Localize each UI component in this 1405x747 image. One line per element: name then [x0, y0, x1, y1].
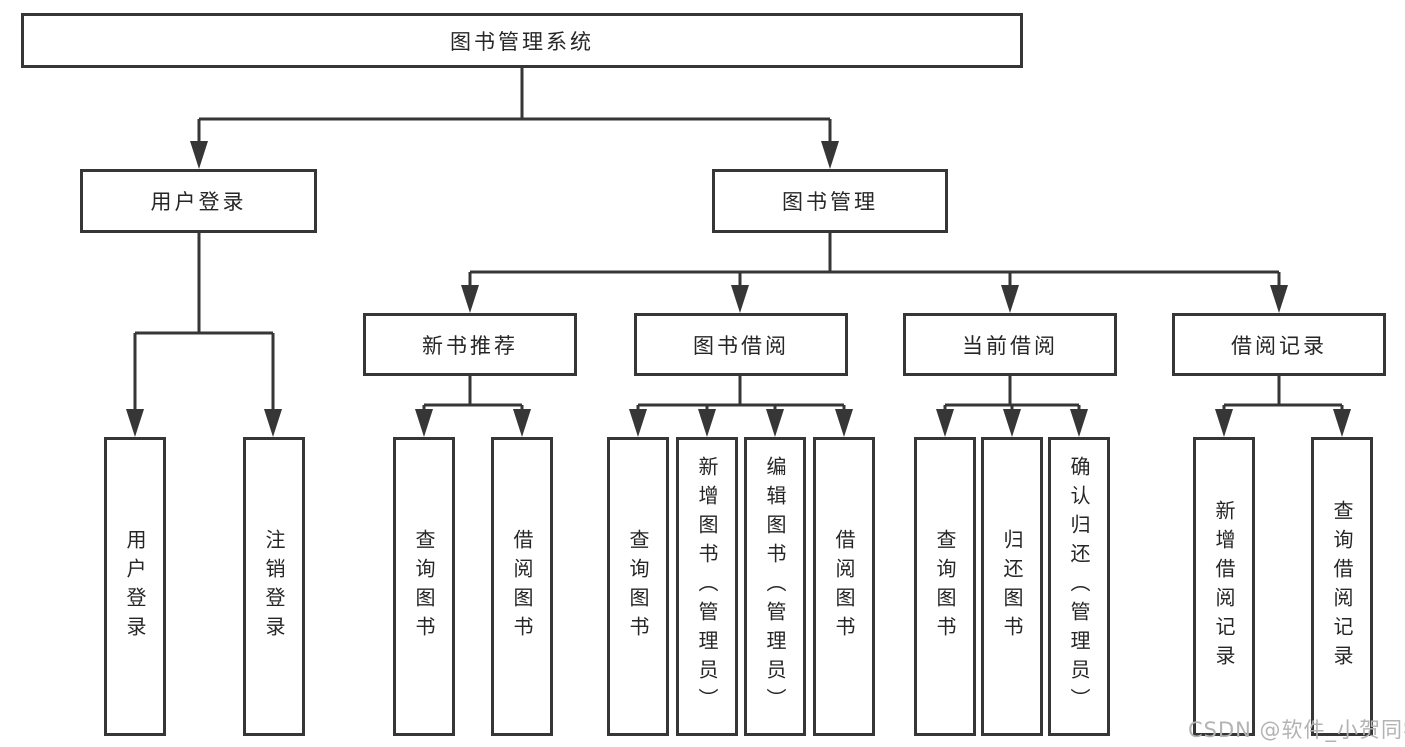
node-current-borrow: 当前借阅	[903, 313, 1117, 376]
node-root: 图书管理系统	[21, 13, 1023, 68]
node-logout-leaf: 注销登录	[243, 437, 305, 736]
node-root-label: 图书管理系统	[450, 29, 594, 54]
node-add-borrow-record-label: 新增借阅记录	[1212, 499, 1236, 674]
connector-recommend-branch	[415, 376, 531, 437]
node-user-login: 用户登录	[80, 169, 317, 233]
node-add-borrow-record: 新增借阅记录	[1193, 437, 1255, 736]
connector-login-branch	[126, 233, 282, 437]
node-edit-books-admin-label: 编辑图书（管理员）	[763, 456, 787, 717]
node-return-books-label: 归还图书	[1000, 528, 1024, 645]
node-borrow-books-recommend-label: 借阅图书	[510, 528, 534, 645]
node-query-books-recommend: 查询图书	[393, 437, 455, 736]
node-user-login-leaf-label: 用户登录	[123, 528, 147, 645]
node-add-books-admin-label: 新增图书（管理员）	[695, 456, 719, 717]
node-query-books-current-label: 查询图书	[933, 528, 957, 645]
node-book-borrow: 图书借阅	[634, 313, 848, 376]
node-book-management: 图书管理	[712, 169, 948, 233]
connector-records-branch	[1215, 376, 1351, 437]
node-borrow-records: 借阅记录	[1172, 313, 1386, 376]
node-query-books-borrow-label: 查询图书	[626, 528, 650, 645]
node-book-management-label: 图书管理	[782, 190, 878, 214]
node-borrow-records-label: 借阅记录	[1231, 333, 1327, 358]
node-query-borrow-record: 查询借阅记录	[1311, 437, 1373, 736]
node-book-borrow-label: 图书借阅	[693, 333, 789, 358]
connector-root-to-level1	[190, 68, 839, 169]
node-borrow-books: 借阅图书	[813, 437, 875, 736]
node-query-borrow-record-label: 查询借阅记录	[1330, 499, 1354, 674]
node-logout-leaf-label: 注销登录	[262, 528, 286, 645]
node-query-books-current: 查询图书	[914, 437, 976, 736]
node-confirm-return-admin: 确认归还（管理员）	[1048, 437, 1110, 736]
connector-management-to-sections	[461, 233, 1288, 313]
node-borrow-books-label: 借阅图书	[832, 528, 856, 645]
node-return-books: 归还图书	[981, 437, 1043, 736]
node-add-books-admin: 新增图书（管理员）	[676, 437, 738, 736]
node-borrow-books-recommend: 借阅图书	[491, 437, 553, 736]
node-query-books-borrow: 查询图书	[607, 437, 669, 736]
node-edit-books-admin: 编辑图书（管理员）	[744, 437, 806, 736]
node-current-borrow-label: 当前借阅	[962, 333, 1058, 358]
node-new-book-recommend-label: 新书推荐	[422, 333, 518, 358]
csdn-watermark: CSDN @软件_小贺同学	[1188, 718, 1405, 742]
connector-borrow-branch	[629, 376, 853, 437]
node-query-books-recommend-label: 查询图书	[412, 528, 436, 645]
node-user-login-leaf: 用户登录	[104, 437, 166, 736]
node-new-book-recommend: 新书推荐	[363, 313, 577, 376]
node-confirm-return-admin-label: 确认归还（管理员）	[1067, 456, 1091, 717]
connector-current-branch	[936, 376, 1088, 437]
node-user-login-label: 用户登录	[150, 190, 247, 214]
